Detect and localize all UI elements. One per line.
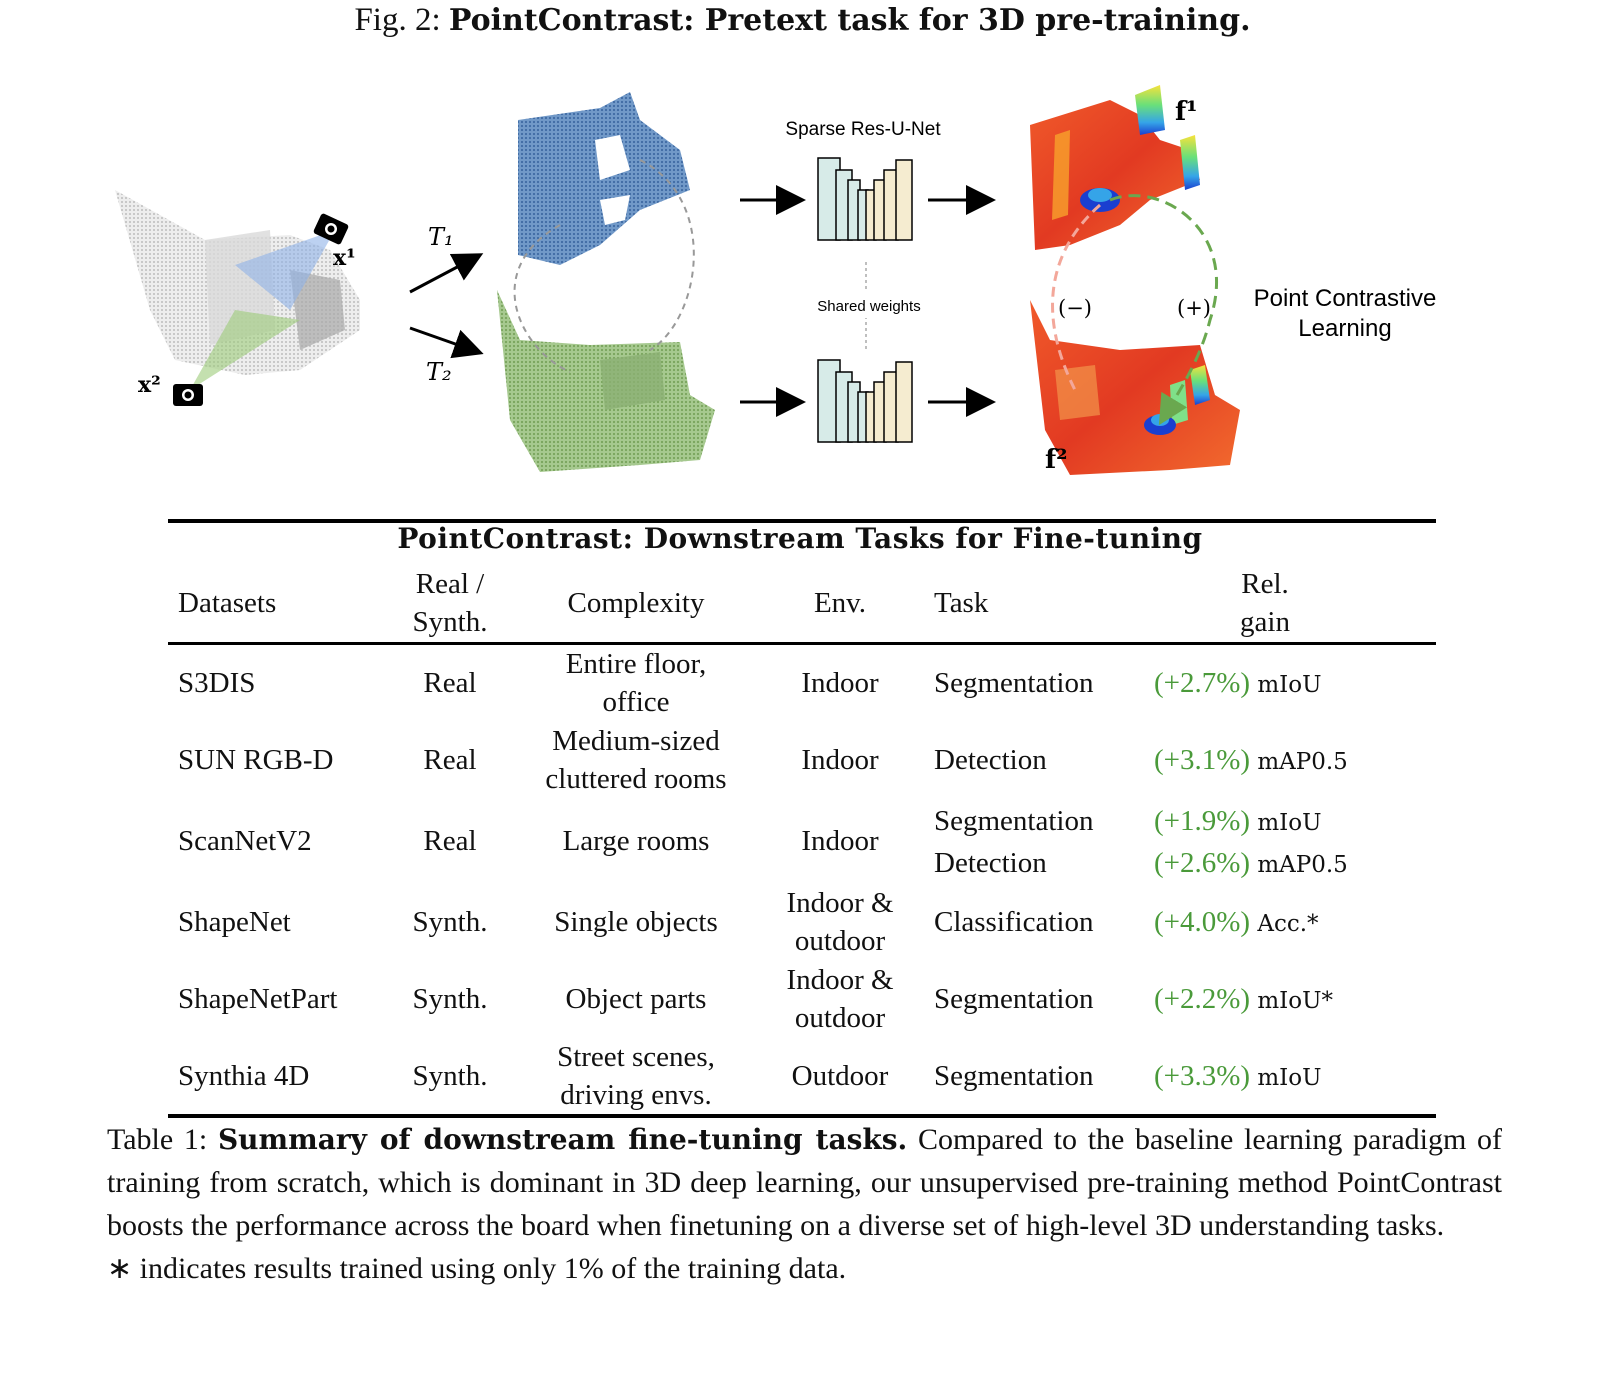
shared-weights-label: Shared weights: [817, 298, 920, 315]
cell-gain: (+3.1%): [1154, 744, 1251, 776]
blue-point-cloud: [518, 92, 690, 265]
table-top-rule: [168, 519, 1436, 523]
cell-gain: (+3.3%): [1154, 1060, 1251, 1092]
header-real-2: Synth.: [412, 606, 488, 638]
cell-task: Classification: [934, 906, 1094, 938]
cell-complexity-2: cluttered rooms: [545, 763, 727, 795]
t2-label: T₂: [426, 358, 452, 386]
cell-complexity-1: Medium-sized: [552, 725, 720, 757]
pcl-label-line1: Point Contrastive: [1254, 285, 1437, 312]
caption-title: Summary of downstream fine-tuning tasks.: [217, 1123, 908, 1156]
caption-footnote: ∗ indicates results trained using only 1…: [107, 1252, 847, 1285]
cell-task: Segmentation: [934, 983, 1094, 1015]
figure-caption: Fig. 2: PointContrast: Pretext task for …: [0, 2, 1605, 39]
cell-real: Real: [423, 744, 477, 776]
cell-dataset: Synthia 4D: [178, 1060, 310, 1092]
f1-label: f¹: [1175, 97, 1198, 127]
scene-point-cloud: [115, 190, 360, 390]
cell-env-1: Indoor &: [786, 887, 894, 919]
cell-env: Indoor: [801, 744, 879, 776]
cell-complexity-2: office: [602, 686, 670, 718]
sparse-res-u-net-top: [817, 157, 913, 241]
negative-pair-arrow: [1051, 203, 1101, 391]
t2-arrow: [409, 326, 484, 359]
cell-gain-1: (+1.9%): [1154, 805, 1251, 837]
cell-metric: mIoU: [1257, 672, 1322, 698]
cell-env: Indoor: [801, 667, 879, 699]
negative-label: (−): [1058, 296, 1092, 320]
header-gain-1: Rel.: [1241, 568, 1289, 600]
t1-label: T₁: [428, 223, 454, 251]
figure-caption-title: PointContrast: Pretext task for 3D pre-t…: [448, 3, 1251, 38]
cell-complexity-1: Entire floor,: [565, 648, 707, 680]
cell-dataset: SUN RGB-D: [178, 744, 334, 776]
correspondence-line: [639, 159, 695, 351]
cell-task-1: Segmentation: [934, 805, 1094, 837]
header-complexity: Complexity: [567, 587, 705, 619]
cell-metric-1: mIoU: [1257, 810, 1322, 836]
cell-real: Synth.: [412, 906, 488, 938]
network-label: Sparse Res-U-Net: [785, 119, 941, 140]
sparse-res-u-net-bottom: [817, 359, 913, 443]
cell-dataset: S3DIS: [178, 667, 256, 699]
cell-metric: mIoU: [1257, 1065, 1322, 1091]
caption-prefix: Table 1:: [107, 1123, 218, 1156]
table-caption: Table 1: Summary of downstream fine-tuni…: [107, 1118, 1502, 1290]
cell-complexity-1: Object parts: [565, 983, 707, 1015]
feature-map-f1: [1030, 85, 1200, 250]
positive-pair-arrow: [1109, 194, 1218, 426]
camera-icon: [173, 384, 203, 406]
cell-metric-2: mAP0.5: [1257, 852, 1348, 878]
t1-arrow: [409, 253, 484, 294]
cell-dataset: ShapeNetPart: [178, 983, 338, 1015]
cell-gain: (+2.7%): [1154, 667, 1251, 699]
header-task: Task: [934, 587, 989, 619]
header-real-1: Real /: [415, 568, 485, 600]
cell-complexity-2: driving envs.: [560, 1079, 712, 1111]
cell-dataset: ScanNetV2: [178, 825, 312, 857]
pcl-label-line2: Learning: [1298, 315, 1391, 342]
cell-env-2: outdoor: [794, 925, 886, 957]
cell-task: Segmentation: [934, 667, 1094, 699]
cell-real: Synth.: [412, 983, 488, 1015]
cell-real: Real: [423, 825, 477, 857]
x1-label: x¹: [333, 245, 356, 271]
cell-real: Synth.: [412, 1060, 488, 1092]
x2-label: x²: [138, 372, 161, 398]
cell-complexity-1: Large rooms: [562, 825, 710, 857]
cell-gain: (+2.2%): [1154, 983, 1251, 1015]
cell-metric: mAP0.5: [1257, 749, 1348, 775]
green-point-cloud: [497, 290, 715, 472]
cell-real: Real: [423, 667, 477, 699]
pointcontrast-diagram: x¹ x² T₁ T₂ Sparse Res-U-Net Shared weig…: [115, 85, 1437, 475]
cell-env-2: outdoor: [794, 1002, 886, 1034]
camera-icon: [313, 213, 349, 245]
table-header-rule: [168, 642, 1436, 645]
cell-env: Indoor: [801, 825, 879, 857]
f2-label: f²: [1045, 445, 1068, 475]
table-bottom-rule: [168, 1114, 1436, 1118]
cell-task: Segmentation: [934, 1060, 1094, 1092]
header-datasets: Datasets: [178, 587, 277, 619]
cell-env-1: Indoor &: [786, 964, 894, 996]
figure-caption-prefix: Fig. 2:: [354, 2, 449, 38]
positive-label: (+): [1177, 296, 1211, 320]
cell-complexity-1: Single objects: [554, 906, 718, 938]
cell-gain-2: (+2.6%): [1154, 847, 1251, 879]
cell-task-2: Detection: [934, 847, 1047, 879]
cell-dataset: ShapeNet: [178, 906, 291, 938]
table-title: PointContrast: Downstream Tasks for Fine…: [397, 522, 1203, 555]
cell-metric: Acc.*: [1257, 911, 1319, 937]
correspondence-line: [513, 224, 571, 373]
cell-complexity-1: Street scenes,: [557, 1041, 715, 1073]
header-gain-2: gain: [1240, 606, 1290, 638]
cell-metric: mIoU*: [1257, 988, 1333, 1014]
caption-body: Compared to the baseline learning paradi…: [107, 1123, 1502, 1242]
cell-gain: (+4.0%): [1154, 906, 1251, 938]
cell-task: Detection: [934, 744, 1047, 776]
header-env: Env.: [813, 587, 867, 619]
cell-env: Outdoor: [791, 1060, 889, 1092]
